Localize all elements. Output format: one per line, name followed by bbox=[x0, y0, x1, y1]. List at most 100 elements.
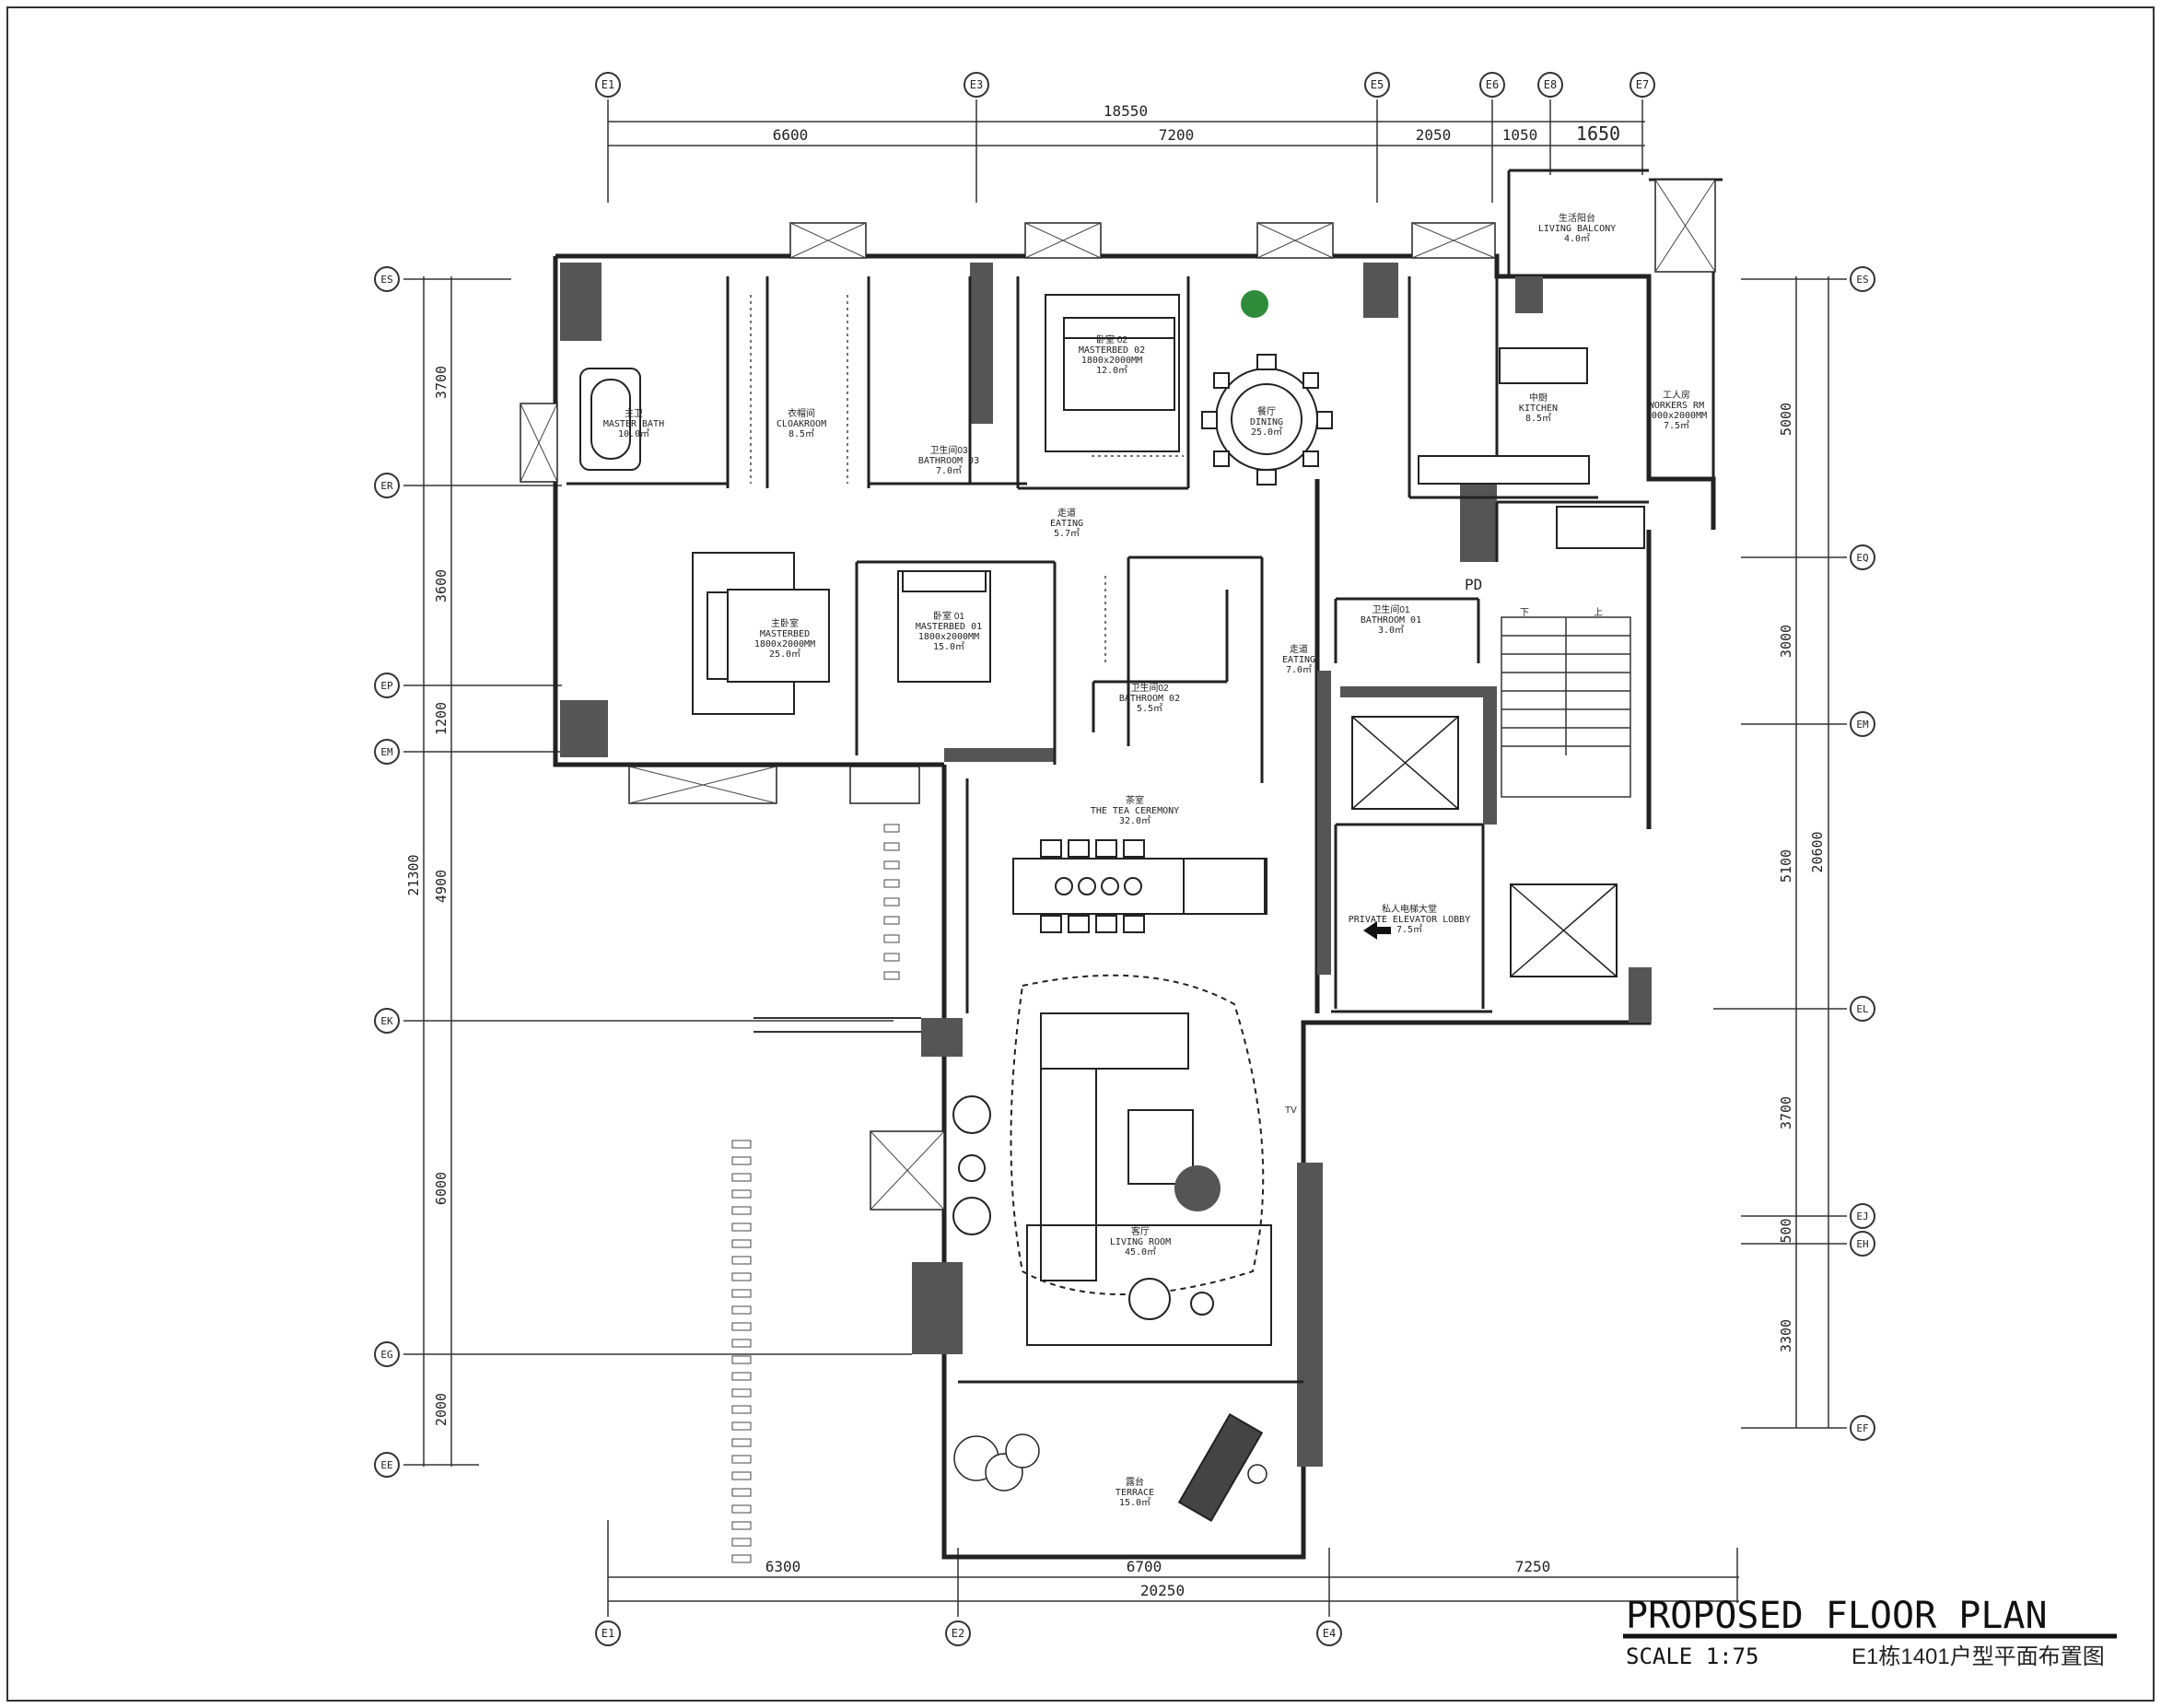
room-15-area: 7.5㎡ bbox=[1396, 924, 1422, 935]
dim-bottom-1: 6300 bbox=[765, 1558, 801, 1575]
room-8-en: MASTERBED bbox=[760, 629, 810, 639]
interior-partitions bbox=[567, 169, 1723, 1384]
dim-right-3: 5100 bbox=[1778, 849, 1794, 883]
room-3-area: 12.0㎡ bbox=[1096, 365, 1127, 376]
dim-right-6: 3300 bbox=[1778, 1319, 1794, 1352]
room-6-area: 4.0㎡ bbox=[1564, 233, 1590, 244]
bottom-grid-bubbles bbox=[595, 1620, 1342, 1646]
room-3-cn: 卧室 02 bbox=[1096, 333, 1127, 345]
room-0-cn: 主卫 bbox=[625, 408, 643, 419]
room-13-area: 7.0㎡ bbox=[1286, 664, 1312, 675]
lounge-chairs bbox=[952, 1095, 1214, 1320]
room-4-cn: 餐厅 bbox=[1257, 405, 1276, 417]
dim-right-5: 500 bbox=[1778, 1218, 1794, 1243]
window-crosses bbox=[520, 179, 1716, 1211]
grid-right-6: EH bbox=[1856, 1238, 1868, 1250]
room-1-area: 8.5㎡ bbox=[788, 428, 814, 439]
room-16-cn: 客厅 bbox=[1131, 1225, 1150, 1237]
dim-right-4: 3700 bbox=[1778, 1096, 1794, 1129]
grid-right-5: EJ bbox=[1856, 1211, 1868, 1223]
dim-top-5: 1650 bbox=[1576, 123, 1620, 145]
stair-up-label: 上 bbox=[1594, 607, 1603, 618]
kitchen-counters bbox=[1418, 347, 1645, 549]
room-9-area: 15.0㎡ bbox=[933, 641, 964, 652]
room-11-cn: 卫生间02 bbox=[1130, 682, 1169, 694]
room-17-cn: 露台 bbox=[1126, 1476, 1144, 1488]
room-3-size: 1800x2000MM bbox=[1081, 356, 1142, 366]
room-6-cn: 生活阳台 bbox=[1559, 212, 1595, 224]
grid-left-2: ER bbox=[380, 480, 393, 492]
room-1-cn: 衣帽间 bbox=[788, 407, 815, 419]
dim-left-total: 21300 bbox=[405, 854, 422, 895]
grid-left-3: EP bbox=[380, 680, 393, 692]
room-10-area: 5.7㎡ bbox=[1054, 528, 1080, 539]
sheet-border bbox=[6, 6, 2155, 1702]
left-grid-bubbles bbox=[374, 266, 400, 1478]
room-labels: 主卫 MASTER BATH 10.0㎡ 衣帽间 CLOAKROOM 8.5㎡ … bbox=[603, 212, 1707, 1508]
bed-01 bbox=[897, 570, 991, 683]
bed-master bbox=[692, 552, 830, 715]
dim-bottom-total: 20250 bbox=[1140, 1582, 1185, 1599]
room-14-en: THE TEA CEREMONY bbox=[1091, 806, 1179, 816]
room-13-cn: 走道 bbox=[1290, 643, 1308, 655]
left-dimension-chain bbox=[403, 276, 912, 1467]
dim-left-6: 2000 bbox=[433, 1393, 450, 1426]
room-9-size: 1800x2000MM bbox=[918, 632, 979, 642]
room-7-cn: 工人房 bbox=[1663, 389, 1690, 401]
grid-top-4: E6 bbox=[1486, 78, 1499, 91]
room-7-size: 1000x2000MM bbox=[1646, 411, 1707, 421]
grid-top-1: E1 bbox=[602, 78, 614, 91]
room-12-en: BATHROOM 01 bbox=[1361, 615, 1421, 626]
room-15-cn: 私人电梯大堂 bbox=[1382, 903, 1437, 915]
room-10-cn: 走道 bbox=[1057, 507, 1076, 519]
stairwell bbox=[1501, 616, 1631, 798]
room-4-area: 25.0㎡ bbox=[1251, 427, 1282, 438]
room-16-area: 45.0㎡ bbox=[1125, 1246, 1156, 1258]
plant-icon bbox=[1241, 290, 1268, 318]
bathtub bbox=[579, 368, 641, 471]
room-6-en: LIVING BALCONY bbox=[1538, 224, 1616, 234]
room-5-cn: 中厨 bbox=[1529, 392, 1548, 404]
room-5-en: KITCHEN bbox=[1519, 404, 1558, 414]
plan-caption: E1栋1401户型平面布置图 bbox=[1851, 1644, 2105, 1669]
room-8-area: 25.0㎡ bbox=[769, 649, 800, 660]
room-5-area: 8.5㎡ bbox=[1525, 413, 1551, 424]
room-14-area: 32.0㎡ bbox=[1119, 815, 1151, 826]
grid-top-5: E8 bbox=[1544, 78, 1557, 91]
grid-bottom-3: E4 bbox=[1323, 1627, 1336, 1640]
pd-label: PD bbox=[1465, 576, 1482, 593]
grid-left-4: EM bbox=[380, 746, 393, 758]
grid-right-4: EL bbox=[1856, 1003, 1869, 1015]
room-16-en: LIVING ROOM bbox=[1110, 1237, 1171, 1247]
grid-bottom-1: E1 bbox=[602, 1627, 614, 1640]
dim-top-2: 7200 bbox=[1159, 126, 1195, 144]
dim-right-total: 20600 bbox=[1809, 831, 1826, 872]
room-3-en: MASTERBED 02 bbox=[1079, 345, 1145, 356]
top-grid-bubbles bbox=[595, 72, 1655, 98]
dim-top-4: 1050 bbox=[1502, 126, 1538, 144]
grid-top-6: E7 bbox=[1636, 78, 1649, 91]
room-12-area: 3.0㎡ bbox=[1378, 625, 1404, 636]
room-10-en: EATING bbox=[1050, 519, 1083, 529]
room-8-cn: 主卧室 bbox=[771, 617, 799, 629]
grid-right-3: EM bbox=[1856, 719, 1869, 731]
dining-table bbox=[1201, 354, 1333, 485]
bed-02 bbox=[1045, 294, 1180, 452]
room-11-en: BATHROOM 02 bbox=[1119, 694, 1180, 704]
room-2-area: 7.0㎡ bbox=[936, 465, 962, 476]
terrace-loungers bbox=[1177, 1413, 1264, 1522]
dim-left-3: 1200 bbox=[433, 702, 450, 735]
room-2-en: BATHROOM 03 bbox=[918, 456, 979, 466]
dim-bottom-3: 7250 bbox=[1515, 1558, 1551, 1575]
grid-left-5: EK bbox=[380, 1015, 393, 1027]
grid-right-2: EQ bbox=[1856, 552, 1868, 564]
room-13-en: EATING bbox=[1282, 655, 1315, 665]
room-14-cn: 茶室 bbox=[1126, 794, 1144, 806]
grid-top-2: E3 bbox=[970, 78, 983, 91]
title-block: PROPOSED FLOOR PLAN SCALE 1:75 E1栋1401户型… bbox=[1623, 1595, 2117, 1669]
elevator-crosses bbox=[1351, 716, 1618, 977]
room-2-cn: 卫生间03 bbox=[929, 444, 968, 456]
top-dimension-chain bbox=[607, 99, 1645, 203]
side-table-icon bbox=[1174, 1165, 1221, 1211]
